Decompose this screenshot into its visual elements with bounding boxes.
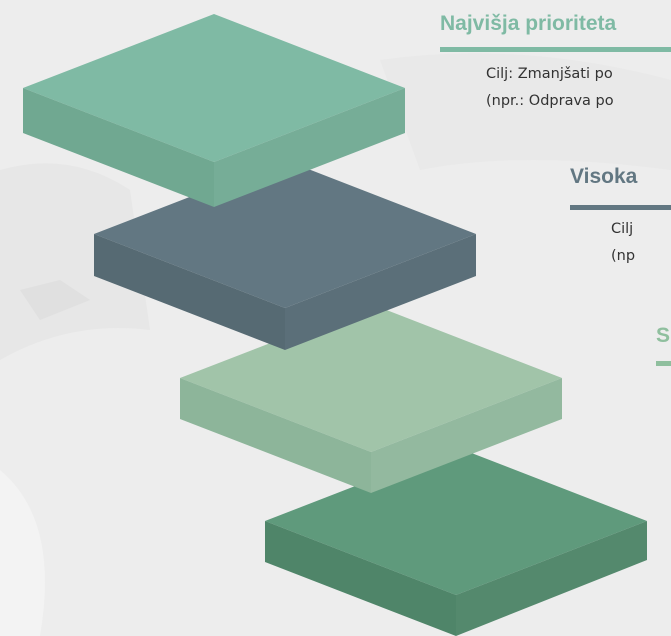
layer-2-line-1: Cilj xyxy=(611,221,634,237)
layer-1-line-2: (npr.: Odprava po xyxy=(486,93,614,109)
layer-2-plate xyxy=(94,160,476,350)
layer-2-title: Visoka xyxy=(570,165,638,188)
layer-1-title: Najvišja prioriteta xyxy=(440,12,617,35)
layer-2-line-2: (np xyxy=(611,248,636,264)
layer-1-underline xyxy=(440,47,671,52)
layer-4-plate xyxy=(265,447,647,636)
layer-2-underline xyxy=(570,205,671,210)
layer-1-plate xyxy=(23,14,405,207)
layer-1-line-1: Cilj: Zmanjšati po xyxy=(486,66,613,82)
layer-3-title: S xyxy=(656,324,671,347)
layer-3-plate xyxy=(180,304,562,493)
layer-3-underline xyxy=(656,361,671,366)
